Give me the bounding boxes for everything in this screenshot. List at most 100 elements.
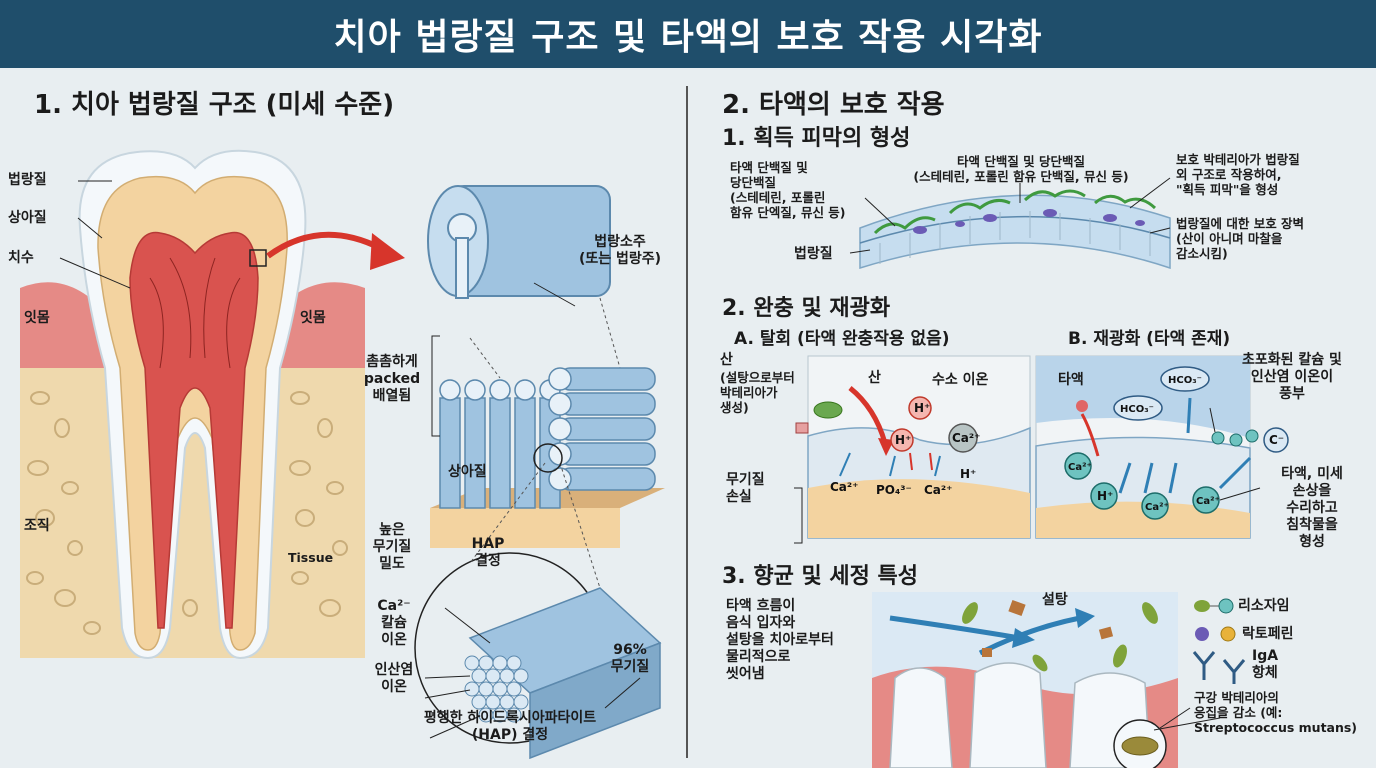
ion-a-ca-o: Ca²⁺ xyxy=(952,431,981,445)
demineralization-title: A. 탈회 (타액 완충작용 없음) xyxy=(734,329,950,349)
label-enamel-rod: 법랑소주 (또는 법랑주) xyxy=(578,234,662,267)
ion-b-c: C⁻ xyxy=(1269,433,1284,447)
saliva-flow-arrow-1 xyxy=(889,615,1021,641)
label-enamel: 법랑질 xyxy=(8,172,47,188)
label-acid: 산 xyxy=(720,352,733,368)
h-bubble-b xyxy=(1090,482,1118,510)
iga-antibody-icon xyxy=(1192,651,1246,684)
label-mineral-loss: 무기질 손실 xyxy=(726,472,765,505)
tooth-1 xyxy=(889,667,953,768)
acid-arrow xyxy=(848,386,888,444)
label-salivary-proteins-top: 타액 단백질 및 당단백질 (스테테린, 포롤린 함유 단백질, 뮤신 등) xyxy=(913,154,1129,184)
pellicle-illustration xyxy=(849,177,1171,270)
saliva-flow-arrowhead-1 xyxy=(1012,628,1035,648)
hap-leader-lines xyxy=(424,607,641,739)
c-ion-bubble xyxy=(1263,427,1289,453)
saliva-flow-arrow-2 xyxy=(978,615,1081,656)
label-dentin-base: 상아질 xyxy=(448,464,487,480)
pellicle-leaders xyxy=(849,177,1171,254)
hydrogen-ion-bubble-2 xyxy=(908,396,932,420)
pellicle-proteins xyxy=(873,189,1157,235)
ca-bubble-b3 xyxy=(1192,486,1220,514)
rod-leader xyxy=(533,282,576,307)
ca-bubble-b2 xyxy=(1141,492,1169,520)
enamel-structure-heading: 1. 치아 법랑질 구조 (미세 수준) xyxy=(34,90,395,120)
mineral-loss-bracket xyxy=(794,487,803,544)
bicarbonate-bubble-1 xyxy=(1160,366,1210,392)
saliva-flow-arrowhead-2 xyxy=(1075,608,1095,628)
label-acid-2: 산 xyxy=(868,370,881,386)
antibacterial-heading: 3. 향균 및 세정 특성 xyxy=(722,564,918,589)
hap-bundle xyxy=(464,587,662,760)
label-iga-antibody: IgA 항체 xyxy=(1252,648,1279,681)
label-tightly-packed: 촘촘하게 packed 배열됨 xyxy=(363,354,421,404)
label-tissue: Tissue xyxy=(288,550,334,565)
lactoferrin-icon xyxy=(1195,626,1236,642)
ion-a-h2: H⁺ xyxy=(914,401,930,415)
label-supersaturated-ions: 초포화된 칼슘 및 인산염 이온이 풍부 xyxy=(1242,352,1342,402)
remineralization-arrows xyxy=(1118,397,1252,494)
label-phosphate-ion: 인산염 이온 xyxy=(374,662,414,695)
ion-a-ca2: Ca²⁺ xyxy=(924,483,953,497)
sugar-icon xyxy=(795,422,809,434)
antibacterial-illustration xyxy=(872,592,1246,768)
label-salivary-proteins-left: 타액 단백질 및 당단백질 (스테테린, 포롤린 함유 단엑질, 뮤신 등) xyxy=(730,160,846,220)
pulp-nerves xyxy=(149,257,241,369)
ion-b-ca1: Ca²⁺ xyxy=(1068,462,1092,473)
antibac-leaders xyxy=(1153,707,1221,731)
ion-b-hco2: HCO₃⁻ xyxy=(1120,404,1154,415)
saliva-drop-icon xyxy=(1076,400,1088,412)
ion-b-ca2: Ca²⁺ xyxy=(1145,502,1169,513)
tooth-2 xyxy=(969,662,1047,768)
enamel-rod-illustration xyxy=(427,185,611,299)
bicarbonate-bubble-2 xyxy=(1113,395,1163,421)
label-mineral-percent: 96% 무기질 xyxy=(610,642,650,675)
label-lysozyme: 리소자임 xyxy=(1238,598,1290,614)
enamel-structure-panel: 1. 치아 법랑질 구조 (미세 수준) xyxy=(0,68,684,768)
label-gum-left: 잇몸 xyxy=(24,310,50,326)
buffer-heading: 2. 완충 및 재광화 xyxy=(722,296,891,321)
label-enamel-pellicle: 법랑질 xyxy=(794,246,833,262)
packed-rods-illustration xyxy=(430,367,665,548)
ion-dots xyxy=(1211,429,1259,447)
ion-a-h1: H⁺ xyxy=(895,433,911,447)
label-hap-crystal: HAP 결정 xyxy=(471,536,505,569)
calcium-ion-bubble xyxy=(948,423,978,453)
ion-a-po4: PO₄³⁻ xyxy=(876,483,912,497)
label-sugar: 설탕 xyxy=(1042,592,1068,608)
mineral-loss-arrows xyxy=(839,452,941,477)
bacteria-colony xyxy=(1121,736,1159,756)
buffer-illustration: H⁺ H⁺ Ca²⁺ Ca²⁺ PO₄³⁻ Ca²⁺ H⁺ xyxy=(794,355,1289,544)
hap-zoom-line xyxy=(469,462,546,564)
pulp-chamber xyxy=(129,231,259,629)
food-particles xyxy=(962,599,1158,672)
tooth-leader-lines xyxy=(59,180,131,289)
label-hydrogen-ion: 수소 이온 xyxy=(932,372,989,388)
label-pulp: 치수 xyxy=(8,250,34,266)
tooth-cross-section-illustration xyxy=(20,149,665,760)
label-pellicle-formation: 보호 박테리아가 법랑질 외 구조로 작용하여, "획득 피막"을 형성 xyxy=(1176,152,1300,197)
acid-arrowhead xyxy=(878,438,894,456)
remineralization-title: B. 재광화 (타액 존재) xyxy=(1068,329,1231,349)
label-calcium-ion: Ca²⁻ 칼슘 이온 xyxy=(377,598,411,648)
panel-divider xyxy=(686,86,688,758)
ion-b-h: H⁺ xyxy=(1097,489,1113,503)
saliva-protection-heading: 2. 타액의 보호 작용 xyxy=(722,90,945,120)
label-protective-barrier: 법랑질에 대한 보호 장벽 (산이 아니며 마찰을 감소시킴) xyxy=(1176,216,1305,261)
label-saliva-repair: 타액, 미세 손상을 수리하고 침착물을 형성 xyxy=(1281,466,1343,550)
enamel-striations xyxy=(879,211,1151,264)
page-title: 치아 법랑질 구조 및 타액의 보호 작용 시각화 xyxy=(0,0,1376,68)
enamel-surface xyxy=(859,194,1171,270)
label-saliva: 타액 xyxy=(1058,372,1084,388)
acid-small-arrows xyxy=(909,452,933,471)
dentin-remineralized xyxy=(1036,501,1250,538)
zoom-arrowhead xyxy=(370,233,405,270)
dentin-demineralized xyxy=(808,479,1030,538)
packed-bracket xyxy=(431,335,440,437)
rod-zoom-line xyxy=(469,337,501,379)
hydrogen-ion-bubble-1 xyxy=(890,428,914,452)
rod-zoom-line-2 xyxy=(599,297,621,369)
packed-zoom-circle xyxy=(533,443,563,473)
saliva-protection-panel: 2. 타액의 보호 작용 1. 획득 피막의 형성 xyxy=(690,68,1376,768)
